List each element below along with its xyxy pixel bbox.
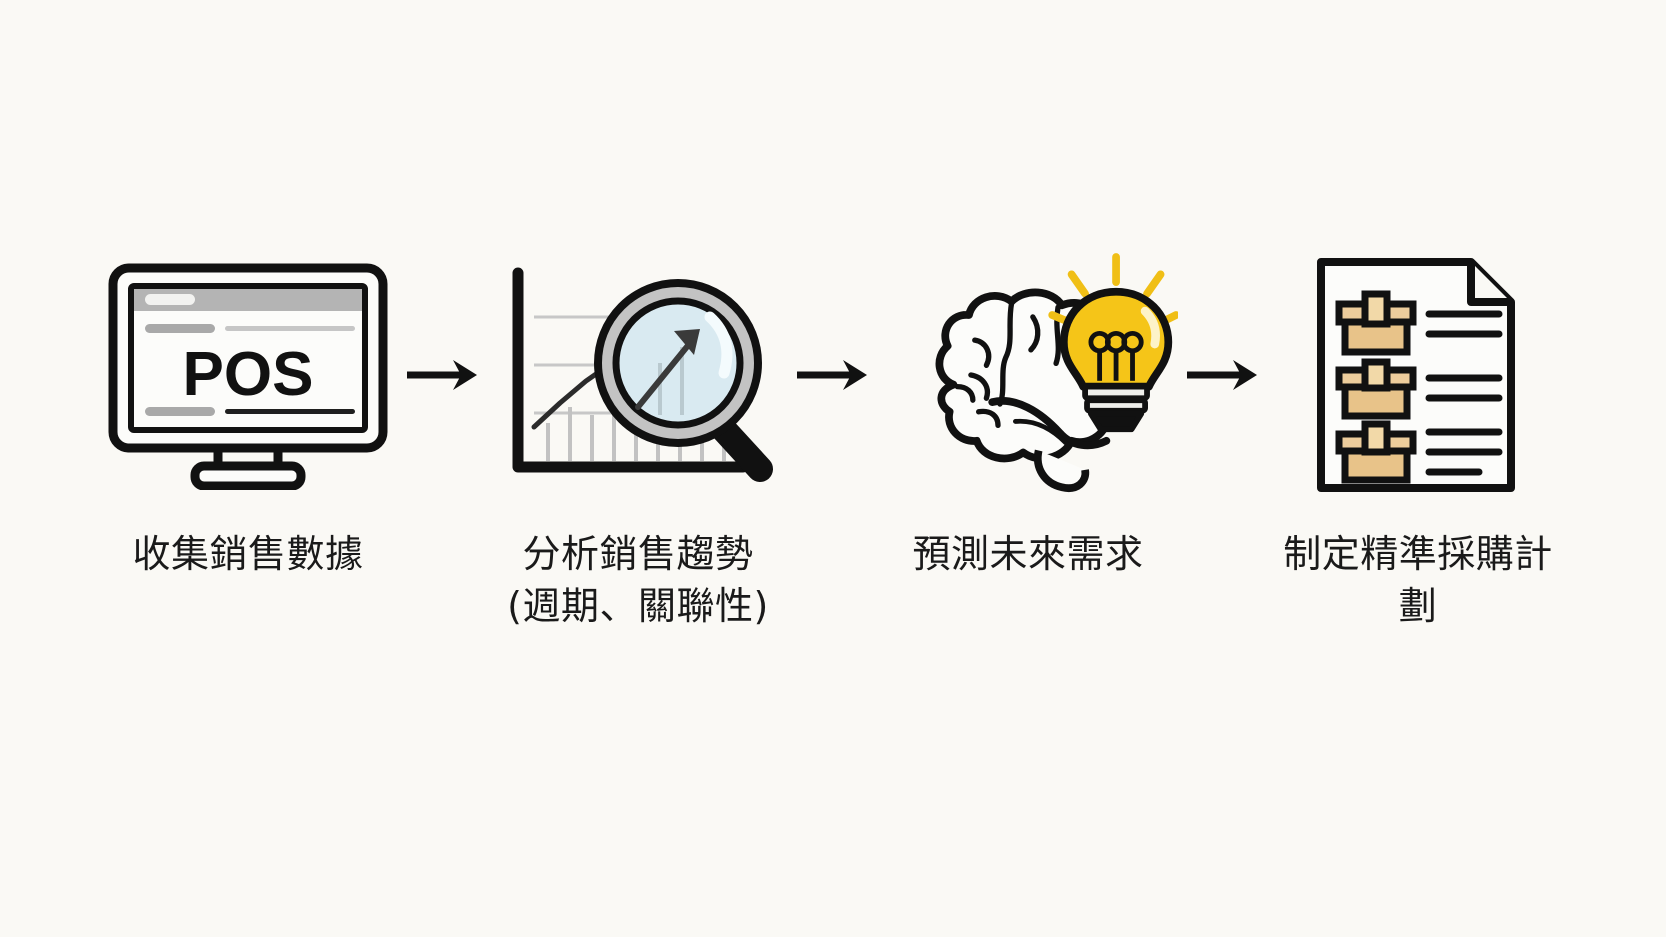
pos-monitor-icon: POS — [98, 240, 398, 510]
arrow-2-right-arrow-icon — [788, 240, 878, 510]
process-step-3: 預測未來需求 — [878, 240, 1178, 580]
process-step-4: 制定精準採購計劃 — [1268, 240, 1568, 633]
box-item-1 — [1335, 290, 1417, 356]
chart-magnifier-icon — [488, 240, 788, 510]
brain-lightbulb-svg — [935, 253, 1178, 492]
brain-lightbulb-icon — [878, 240, 1178, 510]
pos-label: POS — [183, 340, 314, 409]
step-2-label: 分析銷售趨勢 (週期、關聯性) — [507, 532, 769, 629]
purchase-plan-document-svg — [1317, 258, 1515, 492]
arrow-3-right-arrow-icon — [1178, 240, 1268, 510]
step-3-label: 預測未來需求 — [912, 532, 1144, 576]
right-arrow-icon — [797, 360, 867, 390]
box-item-3 — [1335, 420, 1417, 484]
purchase-plan-document-icon — [1268, 240, 1568, 510]
step-4-label: 制定精準採購計劃 — [1283, 532, 1553, 629]
chart-magnifier-svg — [512, 267, 773, 482]
process-step-1: POS 收集銷售數據 — [98, 240, 398, 580]
process-steps-row: POS 收集銷售數據 — [0, 240, 1666, 660]
box-item-2 — [1335, 358, 1417, 420]
right-arrow-icon — [407, 360, 477, 390]
right-arrow-icon — [1187, 360, 1257, 390]
arrow-1-right-arrow-icon — [398, 240, 488, 510]
pos-monitor-svg: POS — [108, 263, 388, 490]
process-step-2: 分析銷售趨勢 (週期、關聯性) — [488, 240, 788, 633]
step-1-label: 收集銷售數據 — [132, 532, 364, 576]
